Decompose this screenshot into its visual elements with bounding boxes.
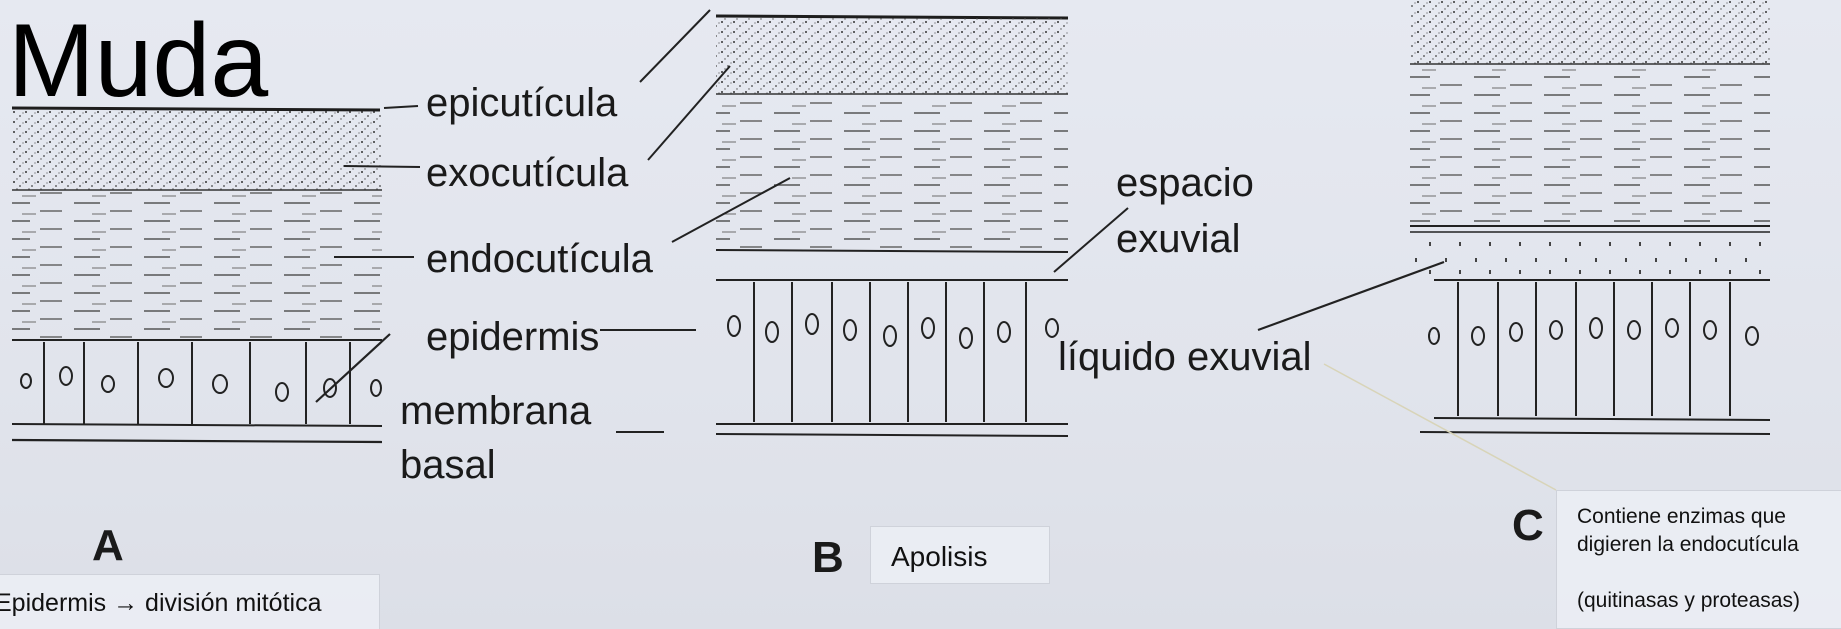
panel-c-exuvial-space [1410, 234, 1770, 280]
label-exuvial: exuvial [1116, 217, 1241, 261]
panel-letters: A B C [92, 501, 1544, 582]
slide-title: Muda [8, 4, 268, 118]
panel-a-epidermis-cells [12, 342, 382, 426]
panel-a-basal-line [12, 440, 382, 442]
note-apolisis: Apolisis [870, 526, 1050, 584]
note-enzimas: Contiene enzimas que digieren la endocut… [1556, 490, 1841, 629]
note-enzimas-line-2: digieren la endocutícula [1577, 531, 1841, 559]
panel-a-exocuticle [12, 110, 382, 190]
label-epicuticula: epicutícula [426, 81, 618, 125]
panel-b-endocuticle [716, 96, 1068, 248]
note-enzimas-line-3: (quitinasas y proteasas) [1577, 587, 1841, 615]
label-exocuticula: exocutícula [426, 151, 629, 195]
label-liquido-exuvial: líquido exuvial [1058, 335, 1312, 379]
panel-c-epidermis-cells [1429, 280, 1770, 420]
panel-b-exocuticle [716, 18, 1068, 94]
panel-letter-a: A [92, 521, 124, 570]
panel-c-exocuticle [1410, 0, 1770, 64]
label-espacio: espacio [1116, 161, 1254, 205]
label-membrana: membrana [400, 389, 592, 433]
panel-letter-b: B [812, 533, 844, 582]
label-endocuticula: endocutícula [426, 237, 654, 281]
note-epidermis-mitosis: Epidermis → división mitótica [0, 574, 380, 629]
panel-b [600, 10, 1128, 436]
label-basal: basal [400, 443, 496, 487]
label-epidermis: epidermis [426, 315, 599, 359]
note-enzimas-line-1: Contiene enzimas que [1577, 503, 1841, 531]
panel-letter-c: C [1512, 501, 1544, 550]
panel-a-endocuticle [12, 192, 382, 340]
panel-c-endocuticle [1410, 68, 1770, 224]
panel-b-epidermis-cells [716, 280, 1068, 424]
panel-c [1258, 0, 1770, 490]
